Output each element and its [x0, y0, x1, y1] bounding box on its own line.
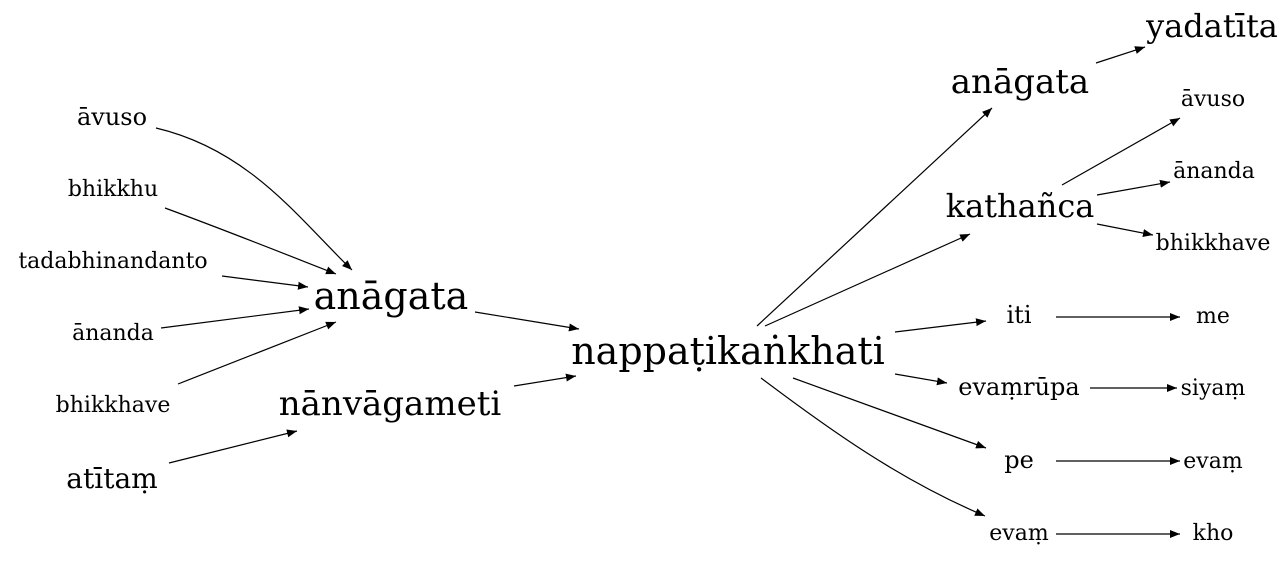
nodes: āvuso bhikkhu tadabhinandanto ānanda bhi…: [18, 7, 1278, 546]
node-evamrupa: evaṃrūpa: [958, 373, 1079, 401]
edge-center-anagata: [756, 107, 993, 327]
node-siyam: siyaṃ: [1181, 376, 1246, 401]
edge-center-evam: [760, 377, 986, 517]
edge-avuso-anagata: [155, 127, 353, 271]
node-yadatita: yadatīta: [1145, 7, 1278, 45]
node-kho: kho: [1193, 521, 1234, 546]
node-bhikkhu: bhikkhu: [68, 177, 158, 202]
node-bhikkhave-left: bhikkhave: [56, 393, 171, 418]
node-avuso-left: āvuso: [77, 103, 147, 131]
node-bhikkhave-right: bhikkhave: [1156, 231, 1271, 256]
node-nappatikankhati: nappaṭikaṅkhati: [571, 329, 885, 373]
edge-center-iti: [894, 318, 987, 333]
edge-ananda-anagata: [160, 306, 310, 329]
edge-kathanca-ananda: [1096, 179, 1171, 196]
node-ananda-left: ānanda: [72, 321, 154, 346]
node-avuso-right: āvuso: [1181, 87, 1245, 112]
edge-center-evamrupa: [894, 373, 948, 386]
node-me: me: [1196, 304, 1230, 329]
node-iti: iti: [1007, 301, 1032, 329]
edge-kathanca-avuso: [1061, 117, 1181, 186]
node-atitam: atītaṃ: [66, 462, 157, 495]
node-ananda-right: ānanda: [1173, 159, 1255, 184]
edge-tadabhinandanto-anagata: [221, 275, 309, 290]
node-evam-end: evaṃ: [1183, 449, 1243, 474]
node-anagata-left: anāgata: [314, 274, 469, 318]
edges: [155, 46, 1181, 538]
node-kathanca: kathañca: [946, 187, 1095, 225]
edge-kathanca-bhikkhave: [1096, 223, 1154, 237]
edge-anagata-yadatita: [1095, 46, 1146, 64]
node-evam: evaṃ: [989, 521, 1049, 546]
node-anagata-right: anāgata: [951, 62, 1089, 102]
edge-nanvagameti-center: [513, 373, 577, 387]
edge-center-pe: [792, 377, 987, 449]
node-tadabhinandanto: tadabhinandanto: [18, 249, 207, 274]
edge-center-kathanca: [764, 233, 971, 327]
edge-atitam-nanvagameti: [168, 429, 298, 464]
node-pe: pe: [1004, 446, 1034, 474]
edge-anagata-center: [474, 311, 580, 332]
edge-bhikkhu-anagata: [164, 207, 337, 275]
edge-bhikkhave-anagata: [177, 321, 337, 385]
node-nanvagameti: nānvāgameti: [279, 384, 502, 424]
